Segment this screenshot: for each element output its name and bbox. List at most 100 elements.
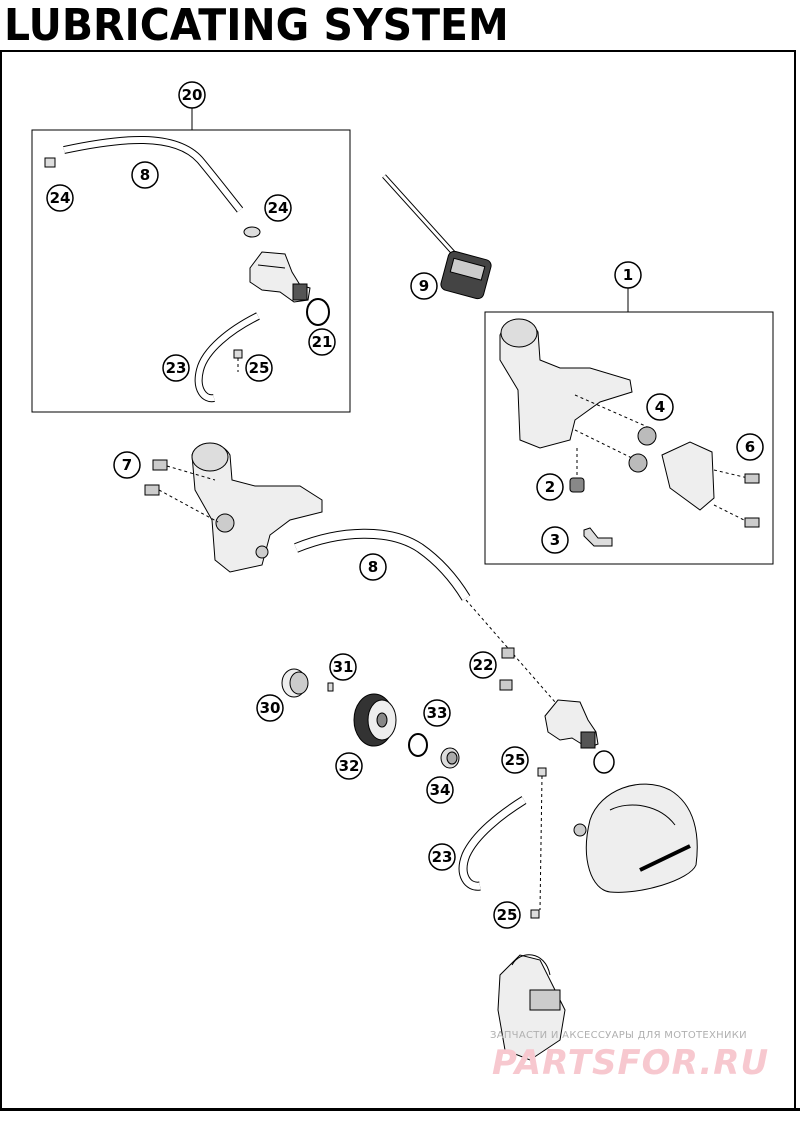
callout-24: 24 xyxy=(46,184,74,212)
callout-8: 8 xyxy=(359,553,387,581)
callout-label: 25 xyxy=(249,359,270,377)
callout-24: 24 xyxy=(264,194,292,222)
diagram-frame xyxy=(0,50,796,1108)
nut-34 xyxy=(440,747,460,769)
callout-21: 21 xyxy=(308,328,336,356)
callout-label: 21 xyxy=(312,333,333,351)
callout-label: 8 xyxy=(140,166,150,184)
callout-32: 32 xyxy=(335,752,363,780)
callout-circle xyxy=(131,161,159,189)
o-ring-main xyxy=(593,750,615,774)
watermark-subtitle: ЗАПЧАСТИ И АКСЕССУАРЫ ДЛЯ МОТОТЕХНИКИ xyxy=(490,1030,747,1041)
callout-label: 3 xyxy=(550,531,560,549)
oil-tank-assembled xyxy=(191,442,323,573)
callout-31: 31 xyxy=(329,653,357,681)
callout-7: 7 xyxy=(113,451,141,479)
callout-circle xyxy=(178,81,206,109)
screw-6-a xyxy=(744,473,760,484)
callout-circle xyxy=(469,651,497,679)
callout-circle xyxy=(410,272,438,300)
oil-tank-1 xyxy=(499,318,633,449)
callout-6: 6 xyxy=(736,433,764,461)
callout-label: 4 xyxy=(655,398,665,416)
callout-label: 32 xyxy=(339,757,360,775)
callout-label: 20 xyxy=(182,86,203,104)
callout-23: 23 xyxy=(428,843,456,871)
oil-pump-box20 xyxy=(249,251,311,303)
carburetor xyxy=(497,954,566,1061)
o-ring-21 xyxy=(306,298,330,326)
callout-label: 24 xyxy=(50,189,71,207)
callout-circle xyxy=(256,694,284,722)
callout-label: 2 xyxy=(545,478,555,496)
callout-25: 25 xyxy=(245,354,273,382)
callout-label: 31 xyxy=(333,658,354,676)
callout-3: 3 xyxy=(541,526,569,554)
callout-circle xyxy=(162,354,190,382)
callout-circle xyxy=(426,776,454,804)
callout-label: 24 xyxy=(268,199,289,217)
callout-9: 9 xyxy=(410,272,438,300)
callout-circle xyxy=(501,746,529,774)
screw-7-a xyxy=(152,459,168,471)
callout-circle xyxy=(428,843,456,871)
callout-circle xyxy=(308,328,336,356)
callout-circle xyxy=(46,184,74,212)
bushing-30 xyxy=(281,668,309,698)
callout-circle xyxy=(329,653,357,681)
callout-circle xyxy=(423,699,451,727)
callout-label: 25 xyxy=(505,751,526,769)
callout-circle xyxy=(541,526,569,554)
screw-6-b xyxy=(744,517,760,528)
callout-circle xyxy=(536,473,564,501)
grommet-4-b xyxy=(628,453,648,473)
callout-circle xyxy=(245,354,273,382)
grommet-4-a xyxy=(637,426,657,446)
callout-8: 8 xyxy=(131,161,159,189)
callout-label: 33 xyxy=(427,704,448,722)
callout-label: 23 xyxy=(166,359,187,377)
bracket xyxy=(661,441,715,511)
callout-30: 30 xyxy=(256,694,284,722)
callout-label: 23 xyxy=(432,848,453,866)
callout-circle xyxy=(359,553,387,581)
callout-25: 25 xyxy=(493,901,521,929)
callout-circle xyxy=(335,752,363,780)
callout-25: 25 xyxy=(501,746,529,774)
callout-label: 34 xyxy=(430,781,451,799)
callout-33: 33 xyxy=(423,699,451,727)
watermark-brand: PARTSFOR.RU xyxy=(492,1043,770,1083)
callout-label: 6 xyxy=(745,438,755,456)
fitting-2 xyxy=(569,477,585,493)
pin-31 xyxy=(327,682,334,692)
hose-23-main xyxy=(458,796,527,891)
hose-23-box20 xyxy=(194,312,260,403)
callout-22: 22 xyxy=(469,651,497,679)
callout-2: 2 xyxy=(536,473,564,501)
clutch-cover xyxy=(573,783,698,893)
hose-8-main xyxy=(294,528,471,601)
callout-label: 30 xyxy=(260,699,281,717)
callout-label: 1 xyxy=(623,266,633,284)
callout-circle xyxy=(113,451,141,479)
clamp-24-right xyxy=(243,226,261,238)
bolt-22-a xyxy=(501,647,515,659)
callout-circle xyxy=(736,433,764,461)
callout-label: 25 xyxy=(497,906,518,924)
callout-circle xyxy=(646,393,674,421)
callout-23: 23 xyxy=(162,354,190,382)
circlip-33 xyxy=(408,733,428,757)
oil-pump-main xyxy=(544,699,599,749)
callout-circle xyxy=(493,901,521,929)
callout-circle xyxy=(264,194,292,222)
bottom-rule xyxy=(0,1108,800,1111)
bolt-22-b xyxy=(499,679,513,691)
callout-label: 9 xyxy=(419,277,429,295)
callout-1: 1 xyxy=(614,261,642,289)
callout-label: 7 xyxy=(122,456,132,474)
callout-circle xyxy=(614,261,642,289)
hose-8-box20 xyxy=(63,135,244,213)
clamp-25-b xyxy=(530,909,540,919)
elbow-3 xyxy=(583,527,613,547)
